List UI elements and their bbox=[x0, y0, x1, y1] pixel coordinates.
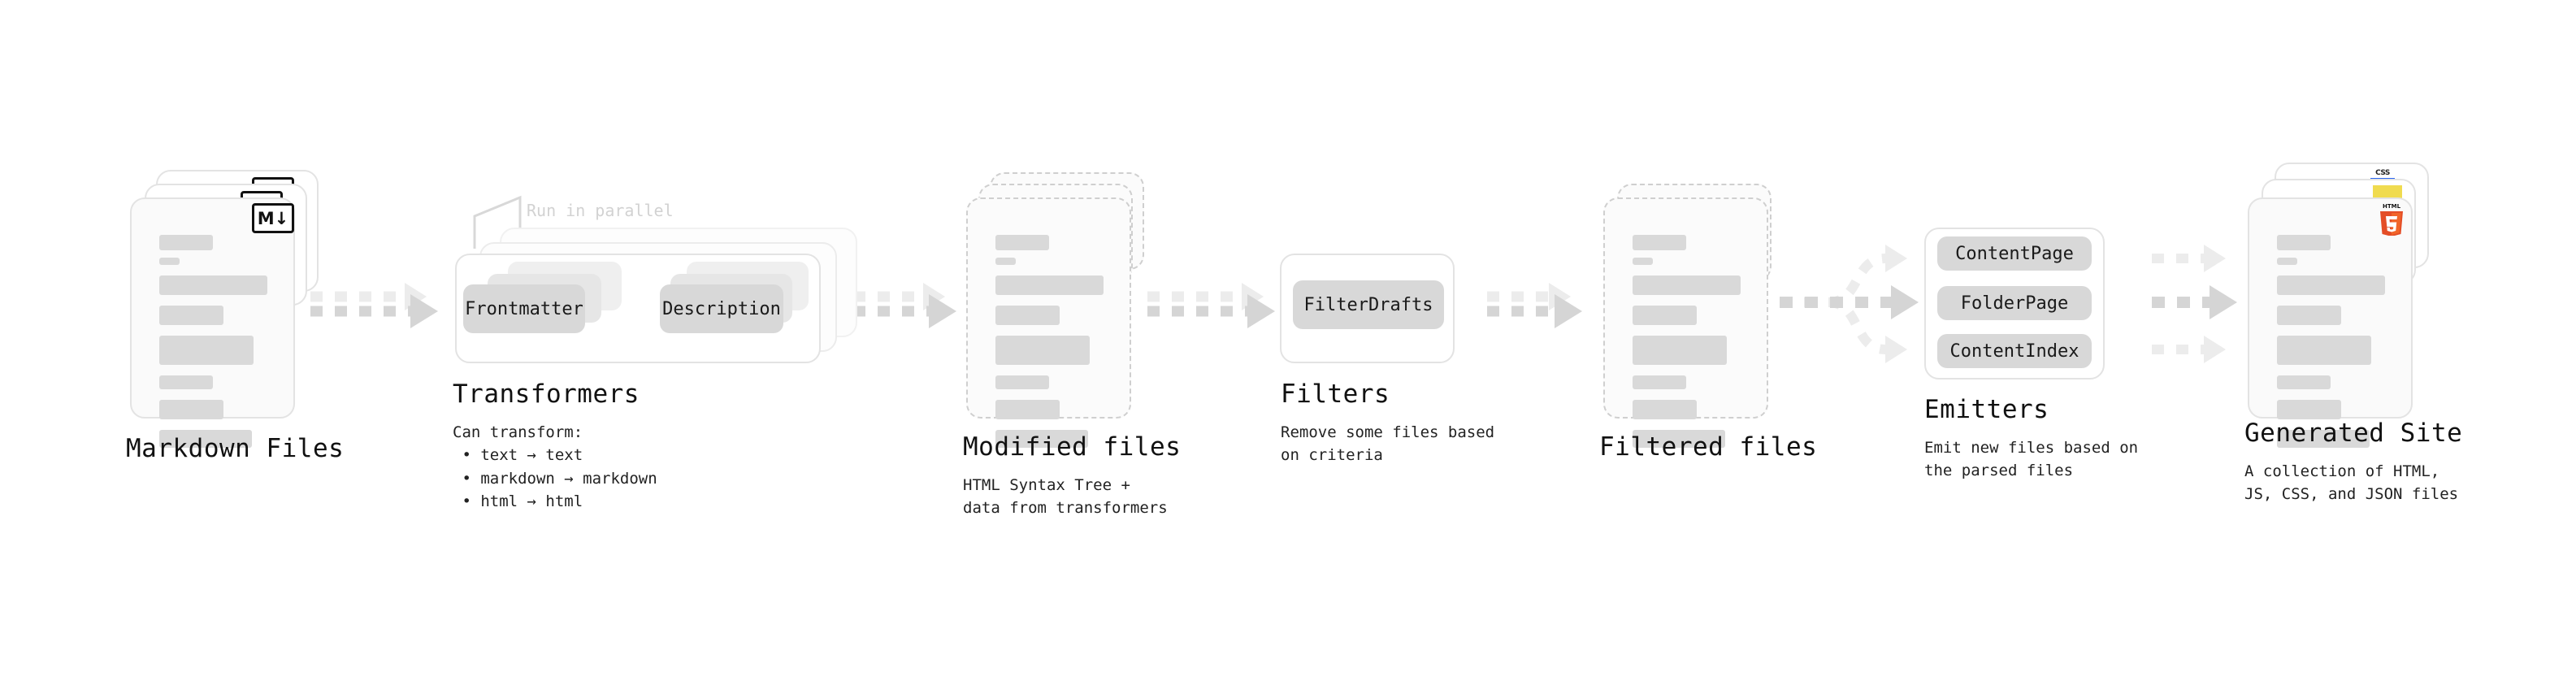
skeleton-bar bbox=[2277, 275, 2385, 295]
chip-description[interactable]: Description bbox=[660, 284, 783, 333]
skeleton-bar bbox=[2277, 430, 2370, 448]
skeleton-bar bbox=[1633, 375, 1686, 389]
transformers-title: Transformers bbox=[453, 380, 640, 409]
generated-sub: A collection of HTML, JS, CSS, and JSON … bbox=[2244, 462, 2459, 504]
chip-folderpage[interactable]: FolderPage bbox=[1937, 286, 2092, 320]
skeleton-bar bbox=[995, 400, 1060, 419]
skeleton-bar bbox=[1633, 336, 1727, 365]
skeleton-bar bbox=[995, 336, 1090, 365]
skeleton-bar bbox=[2277, 258, 2297, 265]
skeleton-bar bbox=[1633, 306, 1697, 325]
skeleton-bar bbox=[2277, 375, 2331, 389]
filtered-skeleton bbox=[1633, 235, 1742, 458]
skeleton-bar bbox=[1633, 258, 1653, 265]
markdown-sheet-front bbox=[130, 197, 295, 448]
skeleton-bar bbox=[159, 375, 213, 389]
skeleton-bar bbox=[159, 400, 223, 419]
caption-modified-files: Modified files HTML Syntax Tree + data f… bbox=[963, 432, 1182, 520]
modified-sub: HTML Syntax Tree + data from transformer… bbox=[963, 475, 1168, 518]
caption-filtered-files: Filtered files bbox=[1599, 432, 1818, 462]
generated-skeleton bbox=[2277, 235, 2387, 458]
filters-sub: Remove some files based on criteria bbox=[1281, 423, 1495, 465]
skeleton-bar bbox=[995, 258, 1016, 265]
skeleton-bar bbox=[1633, 400, 1697, 419]
chip-frontmatter[interactable]: Frontmatter bbox=[463, 284, 585, 333]
skeleton-bar bbox=[159, 258, 180, 265]
skeleton-bar bbox=[159, 275, 267, 295]
transformers-sub: Can transform: • text → text • markdown … bbox=[453, 423, 657, 511]
filtered-sheet-front bbox=[1603, 197, 1768, 448]
html5-icon: HTML bbox=[2380, 203, 2403, 236]
skeleton-bar bbox=[995, 306, 1060, 325]
arrow-emitters-to-generated-fanin bbox=[2152, 245, 2237, 363]
generated-sheet-front bbox=[2248, 197, 2413, 448]
md-letter: M bbox=[257, 208, 275, 228]
modified-skeleton bbox=[995, 235, 1105, 458]
arrow-markdown-to-transformers bbox=[310, 283, 438, 328]
modified-title: Modified files bbox=[963, 432, 1182, 462]
caption-transformers: Transformers Can transform: • text → tex… bbox=[453, 380, 657, 514]
skeleton-bar bbox=[159, 430, 252, 448]
skeleton-bar bbox=[159, 306, 223, 325]
skeleton-bar bbox=[2277, 306, 2341, 325]
run-in-parallel-label: Run in parallel bbox=[527, 201, 674, 220]
skeleton-bar bbox=[159, 235, 213, 250]
markdown-skeleton bbox=[159, 235, 269, 458]
markdown-title: Markdown Files bbox=[126, 434, 345, 463]
emitters-sub: Emit new files based on the parsed files bbox=[1924, 438, 2139, 480]
caption-filters: Filters Remove some files based on crite… bbox=[1281, 380, 1494, 467]
skeleton-bar bbox=[159, 336, 254, 365]
skeleton-bar bbox=[995, 375, 1049, 389]
skeleton-bar bbox=[2277, 235, 2331, 250]
markdown-badge-front: M↓ bbox=[252, 203, 294, 233]
filtered-title: Filtered files bbox=[1599, 432, 1818, 462]
chip-filterdrafts[interactable]: FilterDrafts bbox=[1293, 280, 1444, 329]
skeleton-bar bbox=[995, 275, 1104, 295]
chip-contentpage[interactable]: ContentPage bbox=[1937, 236, 2092, 271]
modified-sheet-front bbox=[966, 197, 1131, 448]
caption-generated-site: Generated Site A collection of HTML, JS,… bbox=[2244, 419, 2462, 506]
md-arrow: ↓ bbox=[274, 208, 289, 228]
skeleton-bar bbox=[2277, 400, 2341, 419]
chip-contentindex[interactable]: ContentIndex bbox=[1937, 334, 2092, 368]
skeleton-bar bbox=[1633, 275, 1741, 295]
filters-title: Filters bbox=[1281, 380, 1390, 409]
skeleton-bar bbox=[995, 430, 1088, 448]
caption-markdown-files: Markdown Files bbox=[126, 434, 345, 464]
emitters-title: Emitters bbox=[1924, 395, 2049, 424]
arrow-filtered-to-emitters-fanout bbox=[1780, 245, 1919, 363]
css-label: CSS bbox=[2375, 169, 2390, 177]
skeleton-bar bbox=[1633, 430, 1725, 448]
arrow-modified-to-filters bbox=[1147, 283, 1275, 328]
skeleton-bar bbox=[2277, 336, 2371, 365]
skeleton-bar bbox=[995, 235, 1049, 250]
generated-title: Generated Site bbox=[2244, 419, 2463, 448]
caption-emitters: Emitters Emit new files based on the par… bbox=[1924, 395, 2139, 483]
skeleton-bar bbox=[1633, 235, 1686, 250]
svg-text:HTML: HTML bbox=[2383, 203, 2401, 210]
arrow-filters-to-filtered bbox=[1487, 283, 1582, 328]
